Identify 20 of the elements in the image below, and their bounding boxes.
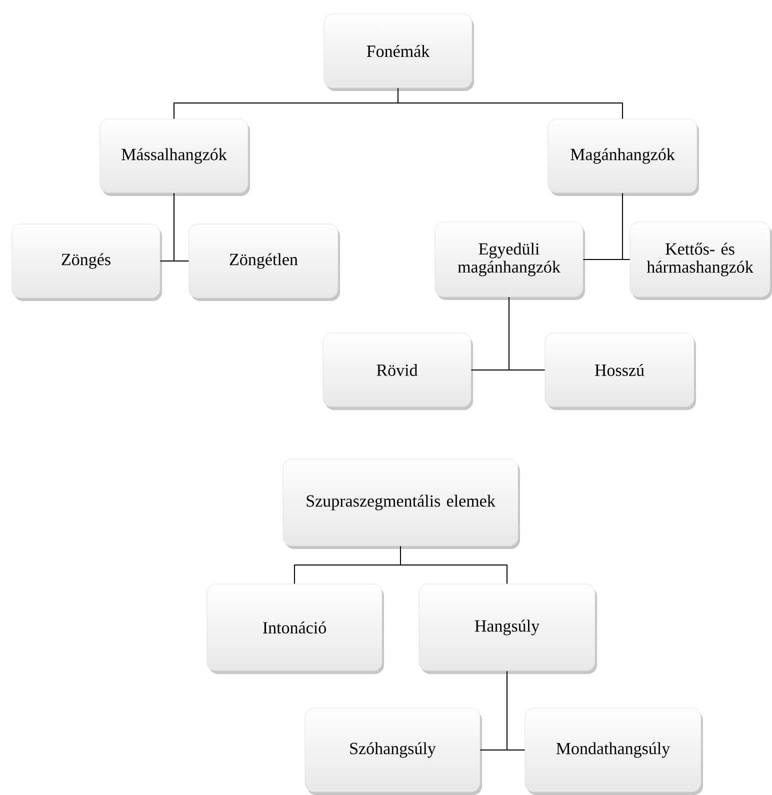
category-box: Szupraszegmentális elemek xyxy=(282,458,520,549)
category-box: Egyedüli magánhangzók xyxy=(434,222,585,300)
category-box: Zöngétlen xyxy=(188,224,340,301)
category-box: Hosszú xyxy=(544,332,696,410)
connector-line xyxy=(622,192,630,260)
category-box: Intonáció xyxy=(206,584,384,674)
category-box: Hangsúly xyxy=(418,584,597,674)
connector-line xyxy=(174,192,190,262)
category-box: Szóhangsúly xyxy=(304,708,482,795)
category-box: Fonémák xyxy=(324,14,474,91)
connector-line xyxy=(506,670,526,750)
category-box: Magánhangzók xyxy=(548,118,699,196)
connector-line xyxy=(398,88,623,120)
category-box: Mondathangsúly xyxy=(524,708,703,795)
category-box: Zöngés xyxy=(12,224,162,301)
category-box: Rövid xyxy=(322,332,473,410)
category-box: Mássalhangzók xyxy=(100,118,250,196)
category-box: Kettős- és hármashangzók xyxy=(630,222,772,300)
connector-line xyxy=(508,296,546,370)
connector-line xyxy=(400,546,508,584)
